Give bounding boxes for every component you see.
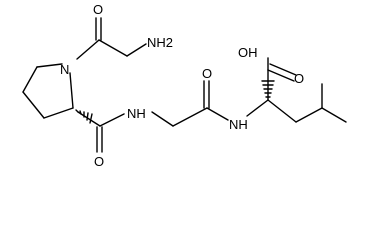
atom-label-oxygen: O	[294, 71, 304, 86]
bond-ccooh-o-2	[269, 63, 297, 76]
atom-label-hydroxyl: OH	[238, 45, 258, 60]
bond-c2-npro	[69, 72, 74, 109]
atom-label-nitrogen: N	[60, 62, 69, 77]
hash-segment	[75, 109, 79, 113]
bond-cpro-nh1	[99, 113, 125, 127]
bond-gly-ch2	[98, 39, 128, 57]
atom-label-oxygen: O	[94, 154, 104, 169]
bond-lines	[22, 17, 347, 153]
bond-c3-c2	[43, 107, 74, 119]
atom-label-nh: NH	[229, 117, 248, 132]
atom-label-oxygen: O	[202, 66, 212, 81]
bond-cbeta-cgamma	[295, 107, 323, 123]
bond-c4-c3	[22, 91, 45, 119]
peptide-structure-diagram: O NH2 N O NH O NH OH O	[22, 2, 347, 169]
bond-co-npro	[76, 39, 100, 60]
atom-label-oxygen: O	[93, 2, 103, 17]
bond-c2-cpro	[77, 111, 101, 127]
hash-segment	[86, 112, 89, 121]
atom-labels: O NH2 N O NH O NH OH O	[60, 2, 304, 169]
stereo-hash-bonds	[75, 80, 275, 124]
hash-wedge-proline	[75, 109, 93, 124]
bond-npro-c5	[36, 63, 63, 68]
hash-segment	[79, 110, 82, 115]
hash-wedge-leucine	[261, 80, 275, 98]
hash-segment	[89, 113, 93, 124]
bond-nh2-calpha	[246, 99, 269, 117]
bond-ccooh-o-1	[267, 69, 295, 82]
bond-ch2-nh2	[126, 43, 147, 57]
atom-label-amine: NH2	[147, 35, 173, 50]
atom-label-nh: NH	[127, 106, 146, 121]
bond-calpha-cbeta	[267, 99, 297, 123]
bond-cgamma-cdelta1	[321, 107, 347, 123]
bond-ch2-cgly	[172, 107, 208, 127]
bond-nh1-ch2	[151, 111, 174, 127]
bond-c5-c4	[22, 66, 38, 93]
bond-cgly-nh2	[206, 107, 229, 121]
